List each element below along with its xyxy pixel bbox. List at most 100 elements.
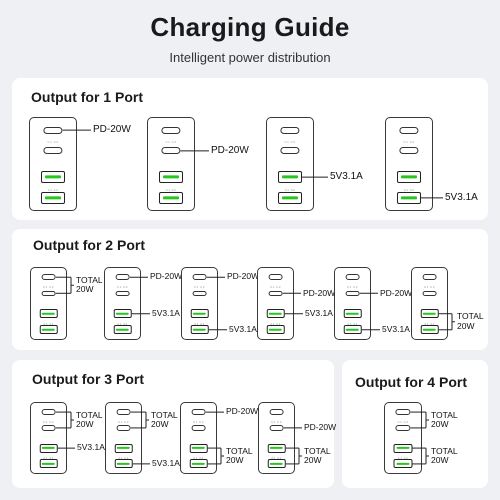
- usb-a-port-2: [343, 325, 362, 335]
- callout-line: 5V3.1A: [152, 307, 180, 318]
- usb-a-port-2: [266, 325, 285, 335]
- callout-line: TOTAL: [151, 409, 178, 420]
- callout-line: TOTAL: [457, 311, 484, 322]
- port-label-c: C1 C2: [193, 285, 205, 290]
- port-label-c: C1 C2: [397, 419, 409, 424]
- usb-c-port-2: [41, 425, 56, 431]
- usb-c-port-2: [191, 425, 206, 431]
- panel-2-port: [12, 229, 488, 350]
- callout-line: PD-20W: [211, 145, 249, 157]
- callout-line: PD-20W: [93, 124, 131, 136]
- usb-a-port-1: [39, 443, 58, 453]
- output-callout: 5V3.1A: [77, 443, 105, 453]
- port-label-c: C1 C2: [42, 285, 54, 290]
- output-callout: PD-20W: [226, 407, 258, 417]
- usb-c-port-2: [192, 290, 207, 296]
- callout-line: TOTAL: [431, 409, 458, 420]
- callout-line: PD-20W: [226, 406, 259, 417]
- section-title-4-port: Output for 4 Port: [355, 374, 467, 390]
- port-label-a: A1 A2: [284, 187, 296, 192]
- output-callout: 5V3.1A: [152, 307, 180, 319]
- usb-a-port-1: [159, 171, 183, 184]
- usb-c-port-2: [399, 147, 419, 155]
- callout-line: TOTAL: [76, 274, 103, 285]
- output-callout: PD-20W: [211, 146, 249, 156]
- usb-c-port-1: [41, 274, 56, 280]
- callout-line: 20W: [76, 284, 94, 295]
- usb-c-port-1: [422, 274, 437, 280]
- usb-a-port-1: [397, 171, 421, 184]
- port-label-a: A1 A2: [165, 187, 177, 192]
- port-label-a: A1 A2: [270, 322, 281, 327]
- usb-c-port-2: [395, 425, 411, 431]
- output-callout: 5V3.1A: [330, 172, 363, 182]
- callout-line: 20W: [151, 419, 169, 429]
- usb-c-port-2: [161, 147, 181, 155]
- callout-line: TOTAL: [226, 445, 253, 456]
- usb-a-port-2: [159, 191, 183, 204]
- section-title-2-port: Output for 2 Port: [33, 237, 145, 253]
- port-label-a: A1 A2: [47, 187, 59, 192]
- usb-c-port-1: [191, 409, 206, 415]
- charger-body: C1 C2 A1 A2: [384, 402, 422, 474]
- port-label-c: C1 C2: [192, 419, 204, 424]
- page-subtitle: Intelligent power distribution: [169, 50, 331, 65]
- usb-c-port-1: [192, 274, 207, 280]
- usb-c-port-2: [422, 290, 437, 296]
- usb-c-port-2: [41, 290, 56, 296]
- usb-a-port-2: [39, 459, 58, 469]
- callout-line: 20W: [457, 320, 475, 331]
- section-title-3-port: Output for 3 Port: [32, 371, 144, 387]
- callout-line: TOTAL: [304, 445, 331, 456]
- callout-line: 5V3.1A: [77, 442, 105, 453]
- callout-line: 5V3.1A: [330, 171, 363, 183]
- usb-a-port-2: [393, 459, 413, 469]
- usb-a-port-1: [278, 171, 302, 184]
- port-label-a: A1 A2: [43, 456, 54, 461]
- section-title-1-port: Output for 1 Port: [31, 89, 143, 105]
- port-label-a: A1 A2: [43, 322, 54, 327]
- callout-line: TOTAL: [431, 445, 458, 456]
- usb-c-port-1: [41, 409, 56, 415]
- usb-a-port-2: [278, 191, 302, 204]
- port-label-a: A1 A2: [271, 456, 282, 461]
- port-label-a: A1 A2: [397, 456, 409, 461]
- page-title: Charging Guide: [150, 12, 350, 42]
- usb-c-port-1: [269, 409, 284, 415]
- output-callout: 5V3.1A: [305, 308, 333, 319]
- usb-a-port-1: [267, 443, 286, 453]
- output-callout: PD-20W: [93, 125, 131, 135]
- output-callout: 5V3.1A: [152, 459, 180, 469]
- usb-a-port-2: [41, 191, 65, 204]
- usb-c-port-2: [115, 290, 130, 296]
- port-label-a: A1 A2: [194, 322, 205, 327]
- usb-a-port-2: [190, 325, 209, 335]
- callout-line: 5V3.1A: [229, 324, 257, 335]
- usb-a-port-2: [397, 191, 421, 204]
- usb-a-port-2: [267, 459, 286, 469]
- port-label-c: C1 C2: [423, 285, 435, 290]
- usb-a-port-2: [420, 325, 439, 335]
- port-label-c: C1 C2: [47, 140, 59, 145]
- port-label-a: A1 A2: [347, 322, 358, 327]
- usb-a-port-1: [113, 309, 132, 319]
- callout-line: 5V3.1A: [382, 324, 410, 335]
- port-label-a: A1 A2: [117, 322, 128, 327]
- callout-line: 20W: [76, 419, 94, 429]
- port-label-c: C1 C2: [42, 419, 54, 424]
- port-label-c: C1 C2: [269, 285, 281, 290]
